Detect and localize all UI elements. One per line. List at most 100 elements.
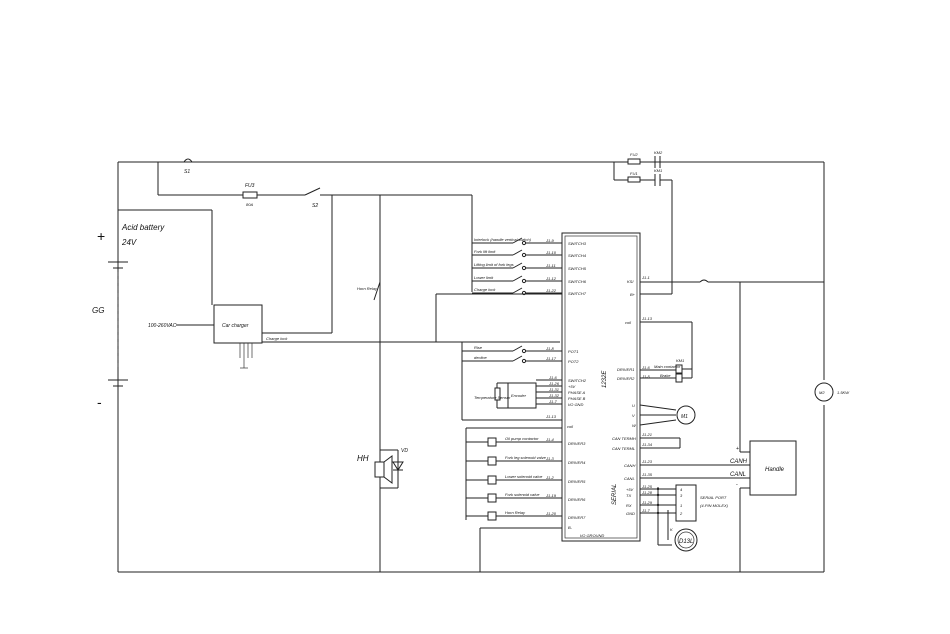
input-label: Lower limit — [474, 275, 494, 280]
output-load — [487, 456, 497, 466]
serial-port: SERIAL PORT (4-PIN MOLEX) D13L K +5VJ1-2… — [626, 484, 729, 552]
horn-relay-branch: Horn Relay — [357, 195, 381, 572]
input-port: SWITCH3 — [568, 241, 587, 246]
handle-minus: - — [736, 482, 738, 488]
can-term-l: CAN TERML — [612, 446, 635, 451]
frame-wires — [117, 161, 825, 573]
encoder-pin: J1-31 — [548, 387, 559, 392]
output-pin: J1-3 — [545, 456, 555, 461]
input-switch-blade — [512, 275, 523, 282]
brake-label: Brake — [660, 373, 671, 378]
io-ground: I/O GROUND — [580, 533, 604, 538]
encoder-port: PHASE A — [568, 390, 586, 395]
input-switch-blade — [512, 262, 523, 269]
input-label: Charge lock — [474, 287, 496, 292]
pot-label: Rise — [474, 345, 483, 350]
serial-node — [656, 493, 660, 497]
charge-lock-label: Charge lock — [266, 336, 288, 341]
output-label: Oil pump contactor — [505, 436, 539, 441]
input-label: Lifting limit of fork legs — [474, 262, 514, 267]
pot-label: decline — [474, 355, 487, 360]
handle-canh: CANH — [730, 459, 748, 465]
d13l-label: D13L — [679, 539, 693, 545]
can-bus: CANH CANL J1-23 J1-35 CANH CANL — [624, 459, 750, 481]
input-pin: J1-10 — [545, 250, 557, 255]
input-port: SWITCH6 — [568, 279, 587, 284]
bplus-port: B+ — [630, 292, 636, 297]
input-pin: J1-22 — [545, 288, 557, 293]
can-term-h-pin: J1-21 — [641, 432, 652, 437]
encoder-port: PHASE B — [568, 396, 586, 401]
encoder-label: Encoder — [511, 393, 527, 398]
battery-voltage: 24V — [121, 238, 137, 247]
km2-label: KM2 — [654, 150, 663, 155]
charger-input: 100-260VAC — [148, 323, 177, 329]
can-term: CAN TERMH CAN TERML J1-21 J1-34 — [612, 432, 681, 451]
input-switch-contact — [521, 252, 527, 258]
m2-power: 1.5KW — [837, 390, 850, 395]
main-contactor-label: Main contactor — [654, 364, 681, 369]
horn-relay-label: Horn Relay — [357, 286, 378, 291]
fu1-label: FU1 — [630, 171, 638, 176]
u-port: U — [632, 403, 635, 408]
canh-port: CANH — [624, 463, 635, 468]
canl-pin: J1-35 — [641, 472, 653, 477]
input-label: Interlock (handle vertical switch) — [474, 237, 532, 242]
fu3-label: FU3 — [245, 183, 255, 189]
output-load — [487, 511, 497, 521]
input-switch-contact — [521, 240, 527, 246]
output-port: DRIVER4 — [568, 460, 586, 465]
coil-port: coil — [567, 424, 573, 429]
fuse-s2-branch: FU3 80A S2 — [157, 162, 472, 209]
input-pin: J1-12 — [545, 276, 557, 281]
vd-label: VD — [401, 448, 408, 454]
input-pin: J1-11 — [545, 263, 556, 268]
canl-port: CANL — [624, 476, 635, 481]
serial-pin: J1-29 — [641, 500, 653, 505]
input-switch-blade — [512, 249, 523, 256]
pot-switch-blade — [512, 345, 523, 352]
input-port: SWITCH4 — [568, 253, 587, 258]
can-term-l-pin: J1-34 — [641, 442, 653, 447]
fu2-label: FU2 — [630, 152, 638, 157]
handle-canl: CANL — [730, 472, 746, 478]
serial-node — [656, 487, 660, 491]
input-port: SWITCH7 — [568, 291, 587, 296]
input-switch-blade — [512, 287, 523, 294]
encoder-pin: J1-26 — [548, 381, 560, 386]
ksi-bplus: KSI J1-1 B+ — [435, 275, 824, 342]
handle-label: Handle — [765, 467, 785, 473]
output-load — [487, 437, 497, 447]
encoder-port: I/O GND — [568, 402, 583, 407]
switch-s1: S1 — [183, 158, 193, 175]
w-port: W — [632, 423, 637, 428]
encoder-block: Encoder Temperature Sensor J1-6SWITCH2J1… — [474, 375, 587, 409]
car-charger: Car charger 100-260VAC Charge lock — [148, 195, 560, 369]
input-switch-contact — [521, 265, 527, 271]
fu3-rating: 80A — [246, 202, 253, 207]
pot-port: POT2 — [568, 359, 579, 364]
temp-sensor-label: Temperature Sensor — [474, 395, 511, 400]
output-label: Fork leg solenoid valve — [505, 455, 547, 460]
pot-pin: J1-8 — [545, 346, 555, 351]
encoder-pin: J1-7 — [548, 399, 558, 404]
output-port: DRIVER6 — [568, 497, 586, 502]
can-term-h: CAN TERMH — [612, 436, 636, 441]
pot-pin: J1-17 — [545, 356, 557, 361]
serial-pin: J1-7 — [641, 508, 651, 513]
serial-port-name: RX — [626, 503, 632, 508]
input-pin: J1-9 — [545, 238, 555, 243]
battery: + - Acid battery 24V GG — [92, 223, 165, 410]
motor-m1: M1 U V W — [632, 403, 696, 428]
controller-name: 1232E — [602, 370, 608, 388]
output-label: Lower solenoid valve — [505, 474, 543, 479]
km1-coil-label: KM1 — [676, 358, 684, 363]
serial-node — [656, 511, 660, 515]
driver1-port: DRIVER1 — [617, 367, 634, 372]
controller-1232e: 1232E SERIAL I/O GROUND B- — [479, 232, 641, 572]
horn-hh: HH VD — [357, 448, 408, 489]
pot-port: POT1 — [568, 349, 578, 354]
